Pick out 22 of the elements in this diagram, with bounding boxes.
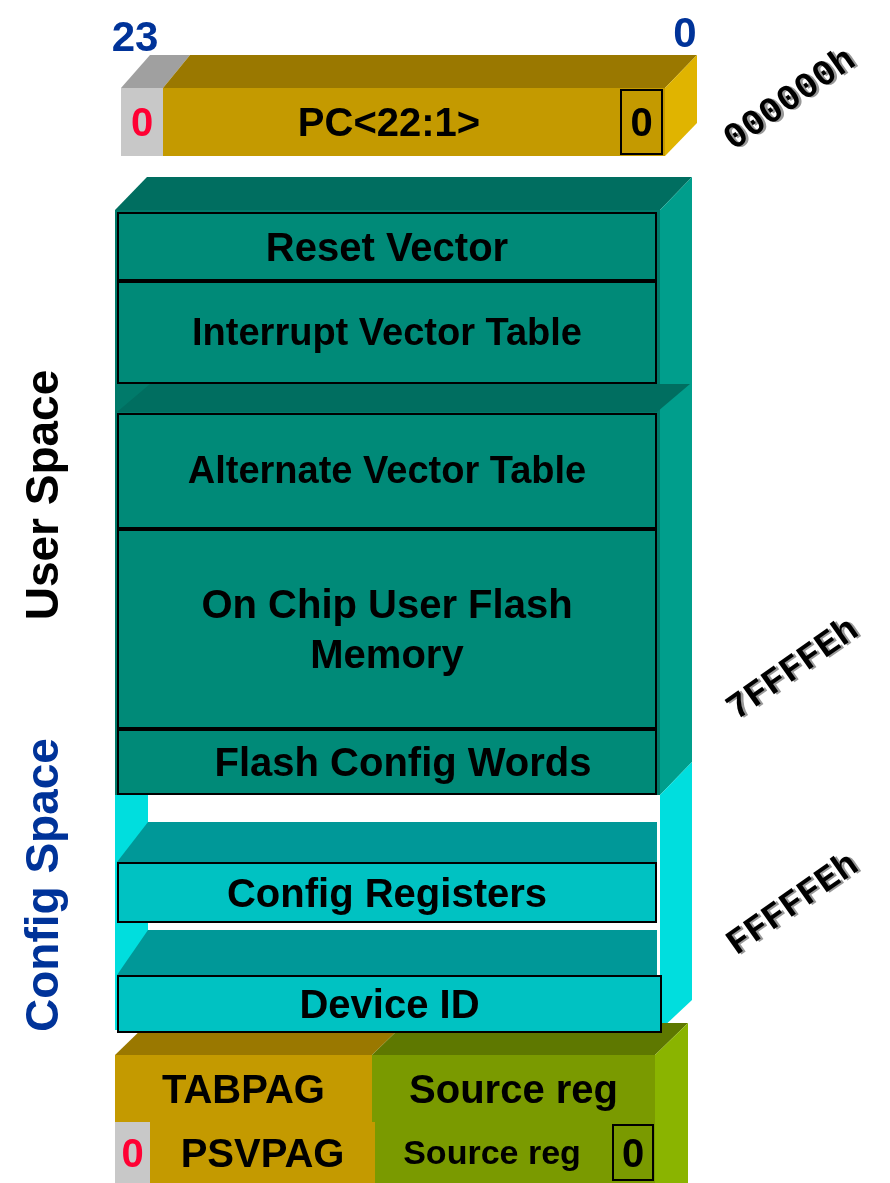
region-label: Config Space [15,737,69,1034]
memory-region: Interrupt Vector Table [117,281,657,384]
register-bar [163,88,665,156]
memory-region: Device ID [117,975,662,1033]
register-bar [375,1122,655,1183]
bit-cell: 0 [115,1122,150,1183]
register-bar: TABPAG [115,1055,372,1122]
memory-region: Config Registers [117,862,657,923]
bit-cell: 0 [620,89,663,155]
memory-region: On Chip User Flash Memory [117,529,657,729]
bit-number: 0 [672,8,698,58]
memory-region: Flash Config Words [117,729,657,795]
memory-region: Reset Vector [117,212,657,281]
region-label: User Space [15,368,69,623]
bit-cell: 0 [121,88,163,156]
region-text: PC<22:1> [297,99,481,146]
memory-region: Alternate Vector Table [117,413,657,529]
register-bar: PSVPAG [150,1122,375,1183]
register-bar: Source reg [372,1055,655,1122]
region-text: Source reg [403,1132,581,1174]
bit-number: 23 [110,12,160,62]
bit-cell: 0 [612,1124,654,1181]
